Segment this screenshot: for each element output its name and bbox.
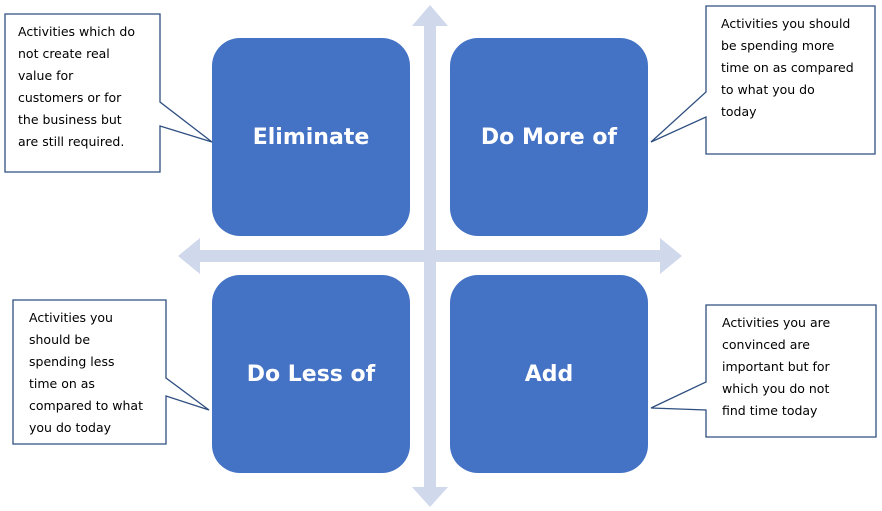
callout-line: today <box>721 104 757 119</box>
callout-bottom-right-shape <box>650 304 877 438</box>
callout-line: find time today <box>722 403 818 418</box>
quadrant-eliminate: Eliminate <box>212 38 410 236</box>
callout-line: you do today <box>29 420 112 435</box>
quadrant-do-more-of: Do More of <box>450 38 648 236</box>
quadrant-add: Add <box>450 275 648 473</box>
callout-line: Activities you should <box>721 16 851 31</box>
horizontal-axis-arrow <box>178 238 682 274</box>
quadrant-do-less-of: Do Less of <box>212 275 410 473</box>
callout-line: are still required. <box>18 134 125 149</box>
callout-line: convinced are <box>722 337 810 352</box>
callout-line: not create real <box>18 46 110 61</box>
callout-line: Activities you <box>29 310 113 325</box>
callout-line: Activities you are <box>722 315 831 330</box>
callout-line: Activities which do <box>18 24 135 39</box>
callout-line: value for <box>18 68 74 83</box>
quadrant-do-less-of-label: Do Less of <box>246 361 376 387</box>
callout-line: should be <box>29 332 91 347</box>
callout-line: be spending more <box>721 38 835 53</box>
callout-top-right-text: Activities you should be spending more t… <box>721 13 854 123</box>
quadrant-add-label: Add <box>524 361 574 387</box>
callout-line: compared to what <box>29 398 143 413</box>
quadrant-do-more-of-label: Do More of <box>480 124 618 150</box>
callout-line: time on as <box>29 376 95 391</box>
callout-bottom-right-text: Activities you are convinced are importa… <box>722 312 830 422</box>
callout-line: customers or for <box>18 90 122 105</box>
callout-top-left-shape <box>4 13 213 173</box>
callout-line: which you do not <box>722 381 830 396</box>
callout-line: to what you do <box>721 82 815 97</box>
callout-line: time on as compared <box>721 60 854 75</box>
callout-bottom-left-shape <box>12 299 210 445</box>
callout-line: the business but <box>18 112 122 127</box>
callout-top-left-text: Activities which do not create real valu… <box>18 21 135 153</box>
callout-line: important but for <box>722 359 830 374</box>
callout-top-right-shape <box>650 5 876 155</box>
callout-bottom-left-text: Activities you should be spending less t… <box>29 307 143 439</box>
quadrant-eliminate-label: Eliminate <box>252 124 370 150</box>
callout-line: spending less <box>29 354 115 369</box>
